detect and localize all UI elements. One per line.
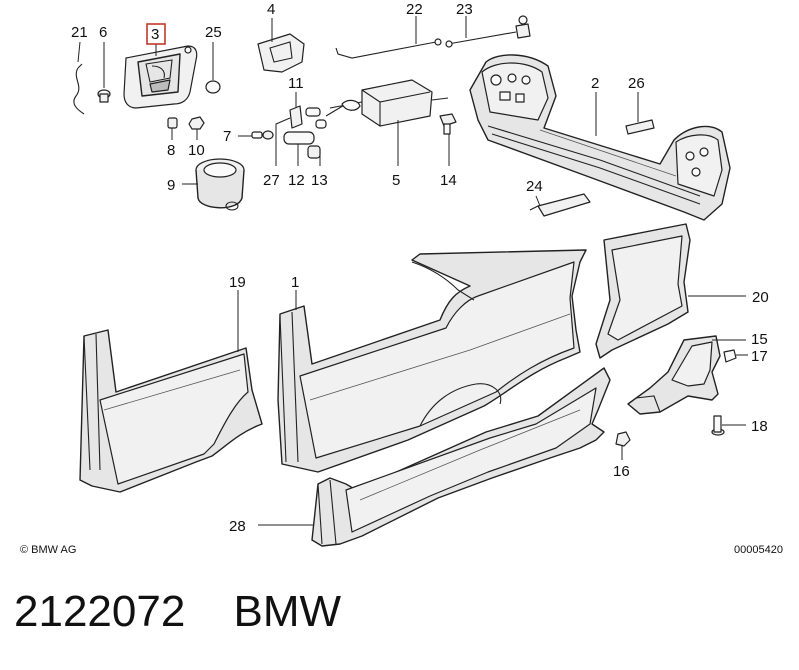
part-13-clip [307, 145, 321, 159]
part-5-actuator [325, 79, 449, 127]
callout-26: 26 [628, 75, 645, 92]
part-6-screw [97, 89, 111, 103]
callout-22: 22 [406, 1, 423, 18]
part-17-clip [723, 349, 737, 363]
callout-13: 13 [311, 172, 328, 189]
callout-19: 19 [229, 274, 246, 291]
part-8-nut [167, 117, 178, 129]
parts-diagram: 21 6 3 25 4 22 23 11 2 26 7 8 10 9 27 12… [20, 1, 783, 556]
callout-2: 2 [591, 75, 599, 92]
callout-14: 14 [440, 172, 457, 189]
part-number: 2122072 [14, 587, 186, 636]
callout-4: 4 [267, 1, 275, 18]
part-9-grommet [195, 158, 245, 211]
part-7-screw [251, 130, 274, 140]
part-20-quarter-panel [595, 223, 691, 359]
callout-5: 5 [392, 172, 400, 189]
part-3-filler-flap-housing [123, 45, 198, 109]
part-15-bracket [627, 335, 721, 415]
part-25-buffer [205, 80, 221, 94]
callout-20: 20 [752, 289, 769, 306]
callout-27: 27 [263, 172, 280, 189]
part-caption: 2122072 BMW [14, 584, 784, 644]
part-24-holder [529, 193, 591, 217]
callout-17: 17 [751, 348, 768, 365]
part-21-wire-clip [73, 63, 85, 115]
brand-name: BMW [233, 587, 342, 636]
part-11-pins [305, 107, 327, 129]
drawing-number: 00005420 [734, 544, 783, 556]
leader-lines [77, 16, 748, 526]
highlighted-callout-frame [146, 23, 166, 45]
part-10-nut [188, 116, 205, 130]
callout-15: 15 [751, 331, 768, 348]
callout-21: 21 [71, 24, 88, 41]
callout-16: 16 [613, 463, 630, 480]
part-14-bolt [439, 113, 457, 135]
callout-11: 11 [288, 75, 304, 92]
callout-18: 18 [751, 418, 768, 435]
callout-10: 10 [188, 142, 205, 159]
callout-12: 12 [288, 172, 305, 189]
callout-24: 24 [526, 178, 543, 195]
callout-numbers: 21 6 3 25 4 22 23 11 2 26 7 8 10 9 27 12… [71, 1, 769, 535]
callout-9: 9 [167, 177, 175, 194]
part-18-screw [711, 415, 725, 436]
callout-1: 1 [291, 274, 299, 291]
part-19-side-panel [79, 329, 263, 493]
part-2-rear-panel [469, 54, 731, 221]
part-27-holder [289, 105, 303, 129]
part-16-nut [615, 431, 631, 447]
part-22-rod [335, 38, 442, 59]
callout-25: 25 [205, 24, 222, 41]
part-23-cable [445, 15, 531, 48]
callout-8: 8 [167, 142, 175, 159]
part-12-bushing [283, 131, 315, 145]
part-26-badge [625, 119, 655, 135]
copyright-notice: © BMW AG [20, 544, 76, 556]
part-1-side-panel-main [277, 249, 587, 473]
callout-3: 3 [151, 26, 159, 43]
callout-6: 6 [99, 24, 107, 41]
callout-23: 23 [456, 1, 473, 18]
callout-28: 28 [229, 518, 246, 535]
part-4-bracket [257, 33, 305, 73]
part-28-lower-panel [311, 367, 611, 547]
callout-7: 7 [223, 128, 231, 145]
